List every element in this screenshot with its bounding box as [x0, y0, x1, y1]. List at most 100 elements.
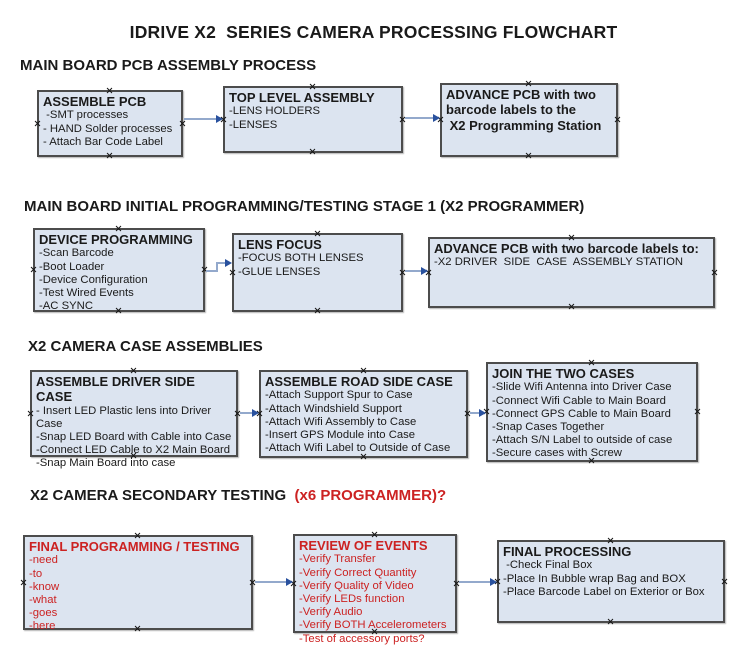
section-heading-pcb-assembly: MAIN BOARD PCB ASSEMBLY PROCESS — [20, 57, 316, 74]
connector-row4-b-c[interactable] — [459, 581, 490, 583]
connection-handle-icon — [694, 408, 701, 415]
box-title: ADVANCE PCB with two barcode labels to t… — [446, 87, 602, 133]
box-item: -FOCUS BOTH LENSES — [238, 252, 364, 265]
connection-handle-icon — [106, 87, 113, 94]
box-title: FINAL PROGRAMMING / TESTING — [29, 539, 240, 554]
box-title: ASSEMBLE ROAD SIDE CASE — [265, 374, 453, 389]
box-item: -Verify Transfer — [299, 553, 376, 566]
box-item: -Verify Correct Quantity — [299, 566, 417, 579]
flowchart-box-final-programming-testing[interactable]: FINAL PROGRAMMING / TESTING -need -to -k… — [23, 535, 253, 633]
connector-row4-a-b[interactable] — [255, 581, 286, 583]
flowchart-box-top-level-assembly[interactable]: TOP LEVEL ASSEMBLY -LENS HOLDERS -LENSES — [223, 86, 403, 153]
connector-arrowhead-icon — [252, 409, 259, 417]
connector-row2-a-b[interactable] — [218, 262, 225, 264]
section-heading-text: X2 CAMERA SECONDARY TESTING — [30, 487, 295, 504]
box-item: -Insert GPS Module into Case — [265, 428, 416, 441]
box-item: -Scan Barcode — [39, 247, 114, 260]
box-title: FINAL PROCESSING — [503, 544, 632, 559]
box-title: REVIEW OF EVENTS — [299, 538, 428, 553]
box-item: -SMT processes — [43, 109, 129, 122]
connection-handle-icon — [607, 537, 614, 544]
box-item: -need — [29, 554, 58, 567]
box-item: -AC SYNC — [39, 300, 93, 313]
connector-arrowhead-icon — [421, 267, 428, 275]
connection-handle-icon — [525, 152, 532, 159]
page-title: IDRIVE X2 SERIES CAMERA PROCESSING FLOWC… — [129, 22, 618, 42]
box-title: JOIN THE TWO CASES — [492, 366, 635, 381]
box-item: -Verify LEDs function — [299, 592, 405, 605]
box-title: ADVANCE PCB with two barcode labels to: — [434, 241, 699, 256]
box-item: -here — [29, 620, 56, 633]
box-item: -Secure cases with Screw — [492, 447, 622, 460]
connection-handle-icon — [607, 618, 614, 625]
box-item: -Snap Main Board into case — [36, 457, 176, 470]
connection-handle-icon — [314, 307, 321, 314]
flowchart-box-assemble-driver-side-case[interactable]: ASSEMBLE DRIVER SIDE CASE - Insert LED P… — [30, 367, 238, 469]
box-item: -Attach Wifi Assembly to Case — [265, 415, 417, 428]
connection-handle-icon — [34, 120, 41, 127]
box-item: -goes — [29, 607, 58, 620]
box-item: -GLUE LENSES — [238, 265, 321, 278]
connection-handle-icon — [30, 266, 37, 273]
connector-row2-a-b[interactable] — [206, 270, 218, 272]
flowchart-box-final-processing[interactable]: FINAL PROCESSING -Check Final Box -Place… — [497, 540, 725, 623]
connector-arrowhead-icon — [490, 578, 497, 586]
section-heading-accent-text: (x6 PROGRAMMER)? — [294, 487, 447, 504]
box-item: -Boot Loader — [39, 260, 105, 273]
connection-handle-icon — [106, 152, 113, 159]
box-item: - Insert LED Plastic lens into Driver Ca… — [36, 404, 215, 430]
box-item: -LENSES — [229, 118, 278, 131]
box-item: - HAND Solder processes — [43, 122, 173, 135]
section-heading-text: MAIN BOARD PCB ASSEMBLY PROCESS — [20, 57, 317, 74]
box-title: TOP LEVEL ASSEMBLY — [229, 90, 375, 105]
connector-row3-b-c[interactable] — [470, 412, 479, 414]
connection-handle-icon — [309, 148, 316, 155]
box-item: -Place In Bubble wrap Bag and BOX — [503, 572, 686, 585]
flowchart-box-assemble-road-side-case[interactable]: ASSEMBLE ROAD SIDE CASE -Attach Support … — [259, 370, 468, 458]
section-heading-case-assemblies: X2 CAMERA CASE ASSEMBLIES — [28, 338, 263, 355]
flowchart-box-device-programming[interactable]: DEVICE PROGRAMMING -Scan Barcode -Boot L… — [33, 228, 205, 312]
flowchart-box-advance-to-programming-station[interactable]: ADVANCE PCB with two barcode labels to t… — [440, 83, 618, 157]
connection-handle-icon — [371, 531, 378, 538]
flowchart-box-join-the-two-cases[interactable]: JOIN THE TWO CASES -Slide Wifi Antenna i… — [486, 362, 698, 462]
connector-row2-a-b-elbow[interactable] — [216, 262, 218, 272]
flowchart-box-lens-focus[interactable]: LENS FOCUS -FOCUS BOTH LENSES -GLUE LENS… — [232, 233, 403, 312]
box-item: -Attach Support Spur to Case — [265, 389, 413, 402]
section-heading-initial-programming: MAIN BOARD INITIAL PROGRAMMING/TESTING S… — [24, 198, 584, 215]
box-item: -know — [29, 580, 60, 593]
connector-arrowhead-icon — [225, 259, 232, 267]
flowchart-box-advance-to-driver-side-station[interactable]: ADVANCE PCB with two barcode labels to: … — [428, 237, 715, 308]
connection-handle-icon — [229, 269, 236, 276]
connector-row3-a-b[interactable] — [240, 412, 252, 414]
box-item: -Connect Wifi Cable to Main Board — [492, 394, 666, 407]
connection-handle-icon — [614, 116, 621, 123]
connection-handle-icon — [721, 578, 728, 585]
section-heading-text: MAIN BOARD INITIAL PROGRAMMING/TESTING S… — [24, 198, 585, 215]
box-item: -Snap Cases Together — [492, 420, 605, 433]
box-item: -Attach Wifi Label to Outside of Case — [265, 442, 451, 455]
box-title: LENS FOCUS — [238, 237, 322, 252]
connection-handle-icon — [568, 303, 575, 310]
box-item: -Device Configuration — [39, 273, 148, 286]
box-item: -X2 DRIVER SIDE CASE ASSEMBLY STATION — [434, 256, 684, 269]
flowchart-box-review-of-events[interactable]: REVIEW OF EVENTS -Verify Transfer -Verif… — [293, 531, 457, 645]
connection-handle-icon — [130, 367, 137, 374]
section-heading-secondary-testing: X2 CAMERA SECONDARY TESTING (x6 PROGRAMM… — [30, 487, 446, 504]
connection-handle-icon — [525, 80, 532, 87]
box-item: -Verify BOTH Accelerometers — [299, 619, 447, 632]
box-item: -Connect GPS Cable to Main Board — [492, 407, 671, 420]
box-title: ASSEMBLE PCB — [43, 94, 147, 109]
box-item: -Test of accessory ports? — [299, 632, 425, 645]
connection-handle-icon — [179, 120, 186, 127]
section-heading-text: X2 CAMERA CASE ASSEMBLIES — [28, 338, 263, 355]
connector-row1-b-c[interactable] — [405, 117, 433, 119]
connector-arrowhead-icon — [433, 114, 440, 122]
connection-handle-icon — [568, 234, 575, 241]
connector-arrowhead-icon — [216, 115, 223, 123]
box-item: -to — [29, 567, 43, 580]
box-title: DEVICE PROGRAMMING — [39, 232, 193, 247]
connector-row1-a-b[interactable] — [184, 118, 216, 120]
connector-row2-b-c[interactable] — [405, 270, 421, 272]
box-item: -Place Barcode Label on Exterior or Box — [503, 585, 705, 598]
flowchart-box-assemble-pcb[interactable]: ASSEMBLE PCB -SMT processes - HAND Solde… — [37, 90, 183, 157]
